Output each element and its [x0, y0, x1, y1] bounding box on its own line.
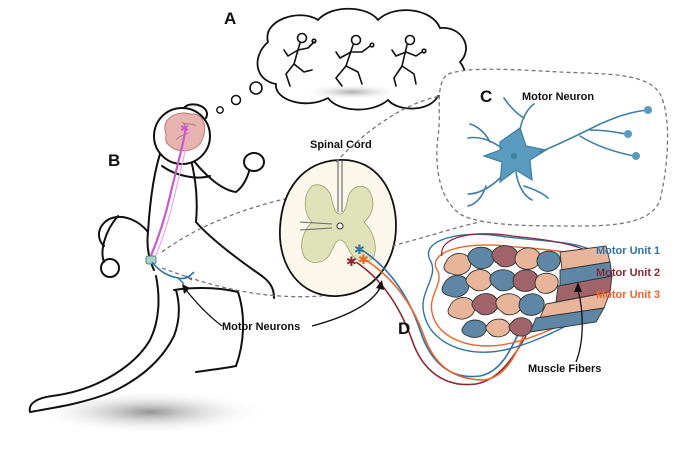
label-motor-neurons: Motor Neurons: [222, 321, 300, 333]
running-stick-figures: [283, 32, 427, 87]
muscle-fibers-callout: Muscle Fibers: [528, 282, 601, 375]
stick-figure-2: [335, 34, 375, 87]
panel-label-b: B: [108, 151, 120, 170]
label-motor-neuron: Motor Neuron: [522, 91, 594, 103]
corticospinal-pathway: [148, 127, 188, 259]
svg-text:✱: ✱: [354, 242, 365, 257]
svg-text:✱: ✱: [358, 252, 369, 267]
motor-axons: [355, 249, 527, 386]
legend-motor-unit-3: Motor Unit 3: [596, 289, 660, 301]
panel-label-c: C: [480, 87, 492, 106]
svg-text:✱: ✱: [180, 123, 189, 135]
connector-cord-to-neuron-bottom: [391, 221, 481, 247]
spinal-segment: [145, 255, 157, 265]
label-spinal-cord: Spinal Cord: [310, 139, 372, 151]
legend-motor-unit-2: Motor Unit 2: [596, 267, 660, 279]
label-muscle-fibers: Muscle Fibers: [528, 363, 601, 375]
stick-figure-3: [391, 34, 427, 87]
legend-motor-unit-1: Motor Unit 1: [596, 245, 660, 257]
runner-front-arm: [161, 155, 251, 193]
panel-label-d: D: [398, 319, 410, 338]
ground-shadow: [32, 390, 268, 434]
motor-neurons-callout: Motor Neurons: [182, 280, 384, 333]
runner-body-outline: [28, 103, 275, 413]
spinal-cord-cross-section: ✱ ✱ ✱: [279, 159, 397, 297]
svg-text:✱: ✱: [346, 254, 357, 269]
runner-back-fist: [100, 258, 120, 278]
stick-figure-1: [283, 32, 317, 87]
runner-front-fist: [243, 152, 265, 172]
muscle-bundle: [422, 233, 613, 353]
runner-figure: ✱: [28, 103, 275, 413]
leg-nerve: [151, 261, 195, 280]
motor-unit-legend: Motor Unit 1 Motor Unit 2 Motor Unit 3: [596, 245, 660, 301]
panel-label-a: A: [224, 9, 236, 28]
neuron-bubble: [436, 68, 669, 227]
connector-body-to-cord-top: [161, 195, 299, 253]
connector-body-to-cord-bottom: [161, 267, 323, 298]
thought-bubble: [216, 7, 467, 114]
